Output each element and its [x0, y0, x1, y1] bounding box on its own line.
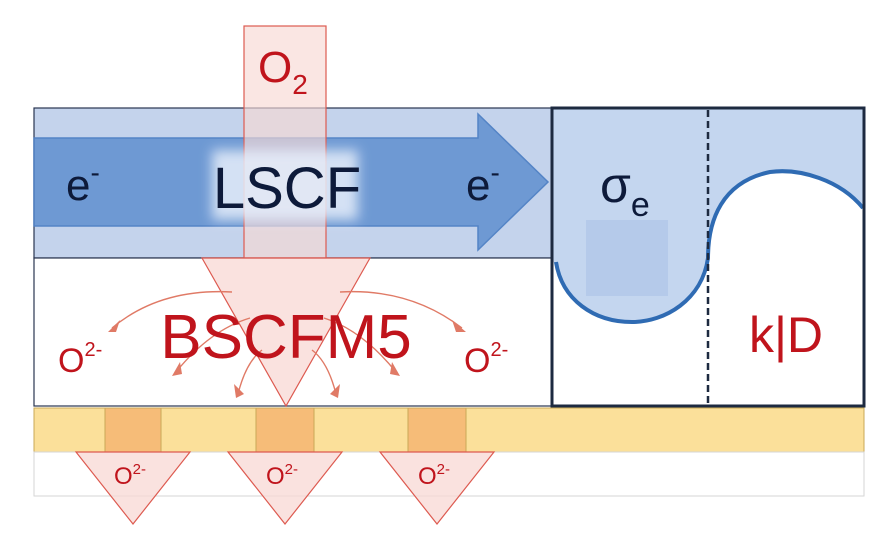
dispersion-arrow-mid-left [175, 317, 251, 373]
electron-label-left: e- [66, 157, 100, 210]
sigma-label: σe [600, 157, 650, 224]
lscf-label-glow [212, 150, 358, 220]
oxide-ion-label-bottom-1: O2- [114, 461, 146, 490]
dispersion-arrow-inner-right [311, 349, 337, 395]
oxide-ion-label-bottom-2: O2- [266, 461, 298, 490]
dispersion-arrows [111, 290, 463, 395]
dispersion-arrow-far-left [111, 290, 233, 329]
oxygen-gas-label: O2 [258, 43, 308, 100]
dispersion-arrow-inner-left [237, 349, 263, 395]
oxide-ion-label-left: O2- [58, 339, 102, 380]
oxide-flow-triangle-1 [74, 451, 192, 525]
oxide-ion-label-bottom-3: O2- [418, 461, 450, 490]
property-panel-frame [550, 106, 866, 408]
sigma-inner-box [586, 220, 668, 296]
electron-label-right: e- [466, 157, 500, 210]
kd-label: k|D [749, 307, 823, 363]
electrolyte-window-3 [407, 407, 467, 453]
dispersion-arrow-far-right [339, 290, 463, 329]
dispersion-arrow-mid-right [323, 317, 397, 373]
oxide-ion-label-right: O2- [464, 339, 508, 380]
lscf-label: LSCF [213, 156, 361, 221]
electrolyte-window-1 [104, 407, 162, 453]
electrolyte-window-2 [255, 407, 315, 453]
oxide-flow-triangle-2 [226, 451, 344, 525]
bscfm5-label: BSCFM5 [160, 303, 411, 372]
oxygen-flow-triangle [200, 257, 372, 408]
dispersion-arrowheads [108, 320, 466, 398]
oxide-flow-triangle-3 [378, 451, 496, 525]
